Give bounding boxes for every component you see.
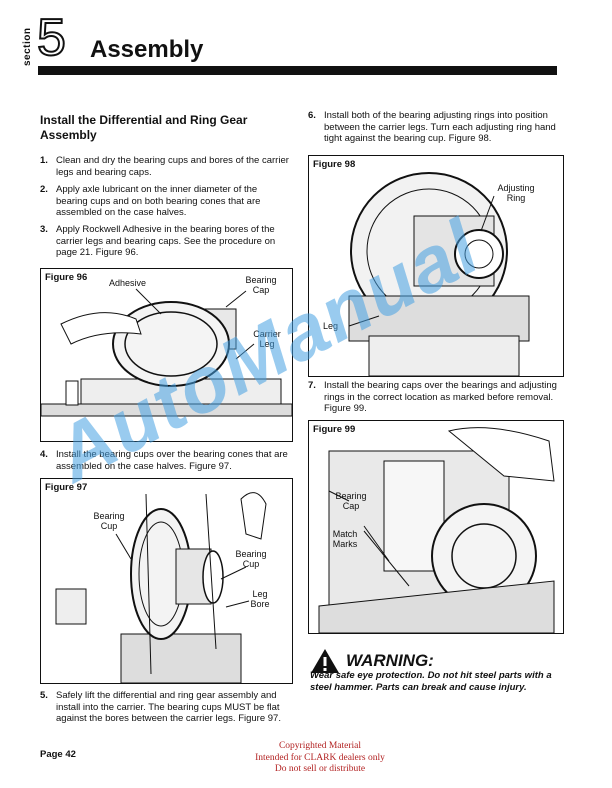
figure-98: Figure 98 Adjusting Ring Leg bbox=[308, 155, 564, 377]
figure-title: Figure 99 bbox=[313, 424, 356, 435]
step-number: 6. bbox=[308, 110, 316, 121]
step-number: 1. bbox=[40, 155, 48, 166]
step-3: 3. Apply Rockwell Adhesive in the bearin… bbox=[40, 224, 290, 260]
step-text: Clean and dry the bearing cups and bores… bbox=[56, 155, 289, 178]
step-4: 4. Install the bearing cups over the bea… bbox=[40, 449, 290, 473]
step-number: 4. bbox=[40, 449, 48, 460]
step-text: Apply axle lubricant on the inner diamet… bbox=[56, 184, 261, 218]
step-2: 2. Apply axle lubricant on the inner dia… bbox=[40, 184, 290, 220]
copyright-notice: Copyrighted Material Intended for CLARK … bbox=[220, 741, 420, 776]
section-label: section bbox=[22, 27, 33, 66]
page-number: Page 42 bbox=[40, 749, 76, 760]
callout-adjusting-ring: Adjusting Ring bbox=[497, 183, 535, 203]
callout-carrier-leg: Carrier Leg bbox=[253, 329, 281, 349]
figure-97: Figure 97 Bearing Cup Bearing Cup Leg Bo… bbox=[40, 478, 293, 684]
step-text: Safely lift the differential and ring ge… bbox=[56, 690, 281, 724]
warning-icon bbox=[310, 648, 340, 674]
step-number: 3. bbox=[40, 224, 48, 235]
copyright-line: Copyrighted Material bbox=[278, 741, 362, 751]
warning-text: Wear safe eye protection. Do not hit ste… bbox=[310, 670, 552, 693]
header-rule bbox=[38, 66, 557, 75]
step-text: Install the bearing cups over the bearin… bbox=[56, 449, 288, 472]
figure-96-illustration bbox=[41, 288, 292, 417]
step-5: 5. Safely lift the differential and ring… bbox=[40, 690, 290, 738]
step-number: 2. bbox=[40, 184, 48, 195]
callout-leg-bore: Leg Bore bbox=[250, 589, 270, 609]
step-text: Apply Rockwell Adhesive in the bearing b… bbox=[56, 224, 276, 258]
callout-bearing-cap: Bearing Cap bbox=[245, 275, 277, 295]
step-text: Install both of the bearing adjusting ri… bbox=[324, 110, 556, 144]
step-6: 6. Install both of the bearing adjusting… bbox=[308, 110, 562, 146]
callout-bearing-cup-1: Bearing Cup bbox=[93, 511, 125, 531]
step-number: 7. bbox=[308, 380, 316, 391]
section-heading: Install the Differential and Ring Gear A… bbox=[40, 113, 248, 142]
callout-bearing-cup-2: Bearing Cup bbox=[235, 549, 267, 569]
figure-98-illustration bbox=[348, 172, 530, 376]
figure-96: Figure 96 Adhesive Bearing Cap Carrier L… bbox=[40, 268, 293, 442]
step-text: Install the bearing caps over the bearin… bbox=[324, 380, 557, 414]
step-1: 1. Clean and dry the bearing cups and bo… bbox=[40, 155, 290, 179]
callout-leg: Leg bbox=[323, 321, 339, 331]
copyright-line: Intended for CLARK dealers only bbox=[255, 752, 385, 763]
figure-97-illustration bbox=[55, 492, 267, 683]
step-7: 7. Install the bearing caps over the bea… bbox=[308, 380, 562, 416]
figure-title: Figure 97 bbox=[45, 482, 88, 493]
page-title: Assembly bbox=[90, 36, 204, 63]
copyright-line: Do not sell or distribute bbox=[274, 764, 366, 774]
figure-title: Figure 98 bbox=[313, 159, 356, 170]
figure-99-illustration bbox=[318, 427, 555, 633]
step-number: 5. bbox=[40, 690, 48, 701]
figure-99: Figure 99 Bearing Cap Match Marks bbox=[308, 420, 564, 634]
callout-match-marks: Match Marks bbox=[332, 529, 358, 549]
callout-adhesive: Adhesive bbox=[109, 278, 147, 288]
section-number: 5 bbox=[36, 9, 67, 67]
warning-heading: WARNING: bbox=[346, 651, 434, 670]
figure-title: Figure 96 bbox=[45, 272, 88, 283]
callout-bearing-cap: Bearing Cap bbox=[335, 491, 367, 511]
